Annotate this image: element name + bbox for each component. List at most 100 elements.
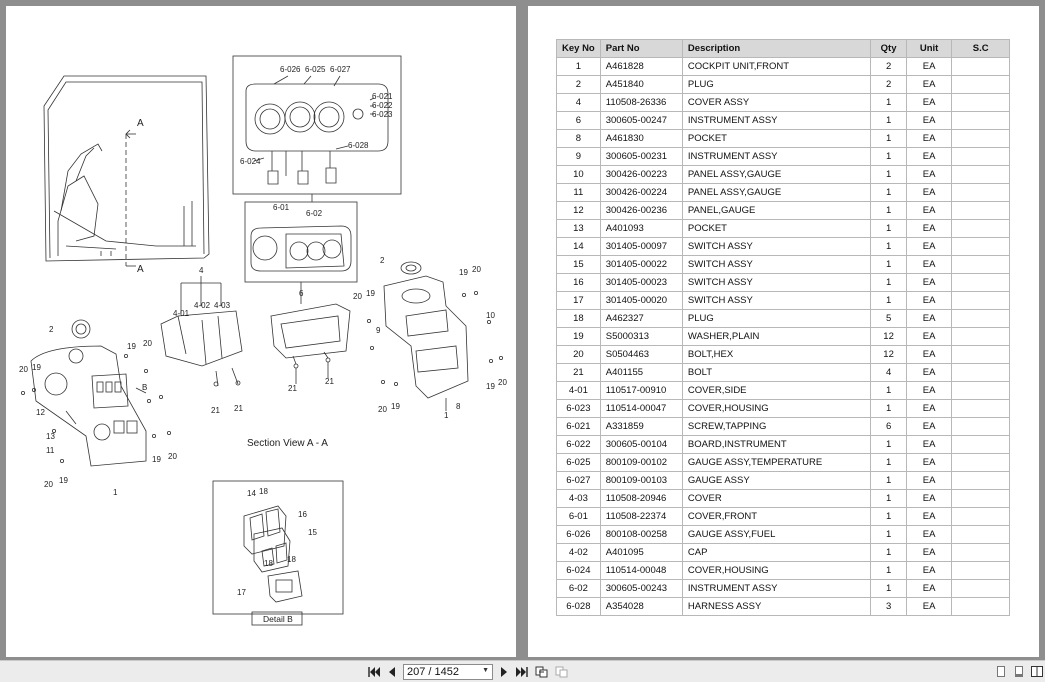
label-12: 12 [36, 408, 45, 417]
key-no-cell: 6-027 [556, 471, 601, 490]
unit-cell: EA [905, 471, 953, 490]
label-6-028: 6-028 [348, 141, 369, 150]
description-cell: PANEL ASSY,GAUGE [681, 183, 872, 202]
go-back-icon[interactable] [534, 664, 550, 680]
description-cell: SWITCH ASSY [681, 237, 872, 256]
description-cell: PLUG [681, 75, 872, 94]
key-no-cell: 6-023 [556, 399, 601, 418]
label-1-left: 1 [113, 488, 118, 497]
sc-cell [951, 219, 1010, 238]
key-no-cell: 2 [556, 75, 601, 94]
key-no-cell: 21 [556, 363, 601, 382]
part-no-cell: 300426-00224 [599, 183, 683, 202]
key-no-cell: 8 [556, 129, 601, 148]
sc-cell [951, 129, 1010, 148]
unit-cell: EA [905, 579, 953, 598]
key-no-cell: 6-024 [556, 561, 601, 580]
unit-cell: EA [905, 75, 953, 94]
description-cell: COVER,HOUSING [681, 399, 872, 418]
part-no-cell: A401093 [599, 219, 683, 238]
sc-cell [951, 435, 1010, 454]
label-6-025: 6-025 [305, 65, 326, 74]
label-4: 4 [199, 266, 204, 275]
chevron-down-icon[interactable]: ▼ [482, 667, 489, 674]
part-no-cell: 300426-00236 [599, 201, 683, 220]
qty-cell: 12 [870, 327, 907, 346]
previous-page-icon[interactable] [384, 664, 400, 680]
part-no-cell: A331859 [599, 417, 683, 436]
label-6-024: 6-024 [240, 157, 261, 166]
page-number-input[interactable]: 207 / 1452 ▼ [403, 664, 493, 680]
description-cell: PANEL ASSY,GAUGE [681, 165, 872, 184]
continuous-view-icon[interactable] [1015, 666, 1023, 677]
label-4-02: 4-02 [194, 301, 211, 310]
key-no-cell: 12 [556, 201, 601, 220]
part-no-cell: 110508-20946 [599, 489, 683, 508]
unit-cell: EA [905, 489, 953, 508]
unit-cell: EA [905, 93, 953, 112]
go-forward-icon[interactable] [554, 664, 570, 680]
qty-cell: 1 [870, 561, 907, 580]
key-no-cell: 6-025 [556, 453, 601, 472]
qty-cell: 1 [870, 93, 907, 112]
key-no-cell: 15 [556, 255, 601, 274]
key-no-cell: 6-022 [556, 435, 601, 454]
qty-cell: 1 [870, 255, 907, 274]
qty-cell: 1 [870, 453, 907, 472]
qty-cell: 1 [870, 507, 907, 526]
last-page-icon[interactable] [514, 664, 530, 680]
description-cell: GAUGE ASSY,TEMPERATURE [681, 453, 872, 472]
description-cell: PLUG [681, 309, 872, 328]
next-page-icon[interactable] [496, 664, 512, 680]
facing-pages-view-icon[interactable] [1031, 666, 1043, 677]
unit-cell: EA [905, 183, 953, 202]
key-no-cell: 11 [556, 183, 601, 202]
key-no-cell: 6-026 [556, 525, 601, 544]
qty-cell: 3 [870, 597, 907, 616]
part-no-cell: S5000313 [599, 327, 683, 346]
detail-b-caption: Detail B [263, 614, 293, 624]
part-no-cell: 800109-00103 [599, 471, 683, 490]
description-cell: COVER,HOUSING [681, 561, 872, 580]
description-cell: COVER ASSY [681, 93, 872, 112]
part-no-cell: 110508-26336 [599, 93, 683, 112]
right-console-8 [366, 261, 503, 411]
left-console-1 [20, 319, 171, 467]
description-cell: INSTRUMENT ASSY [681, 147, 872, 166]
label-18a: 18 [259, 487, 268, 496]
sc-cell [951, 57, 1010, 76]
label-18b: 18 [264, 559, 273, 568]
sc-cell [951, 273, 1010, 292]
header-qty: Qty [870, 39, 907, 58]
single-page-view-icon[interactable] [997, 666, 1005, 677]
description-cell: COCKPIT UNIT,FRONT [681, 57, 872, 76]
label-19e: 19 [459, 268, 468, 277]
gauge-detail-box [232, 55, 402, 195]
qty-cell: 1 [870, 489, 907, 508]
label-19c: 19 [152, 455, 161, 464]
label-2-left: 2 [49, 325, 54, 334]
sc-cell [951, 75, 1010, 94]
description-cell: COVER,SIDE [681, 381, 872, 400]
qty-cell: 6 [870, 417, 907, 436]
unit-cell: EA [905, 327, 953, 346]
first-page-icon[interactable] [366, 664, 382, 680]
label-6-027: 6-027 [330, 65, 351, 74]
label-9: 9 [376, 326, 381, 335]
key-no-cell: 19 [556, 327, 601, 346]
label-6-023: 6-023 [372, 110, 393, 119]
description-cell: COVER [681, 489, 872, 508]
key-no-cell: 9 [556, 147, 601, 166]
